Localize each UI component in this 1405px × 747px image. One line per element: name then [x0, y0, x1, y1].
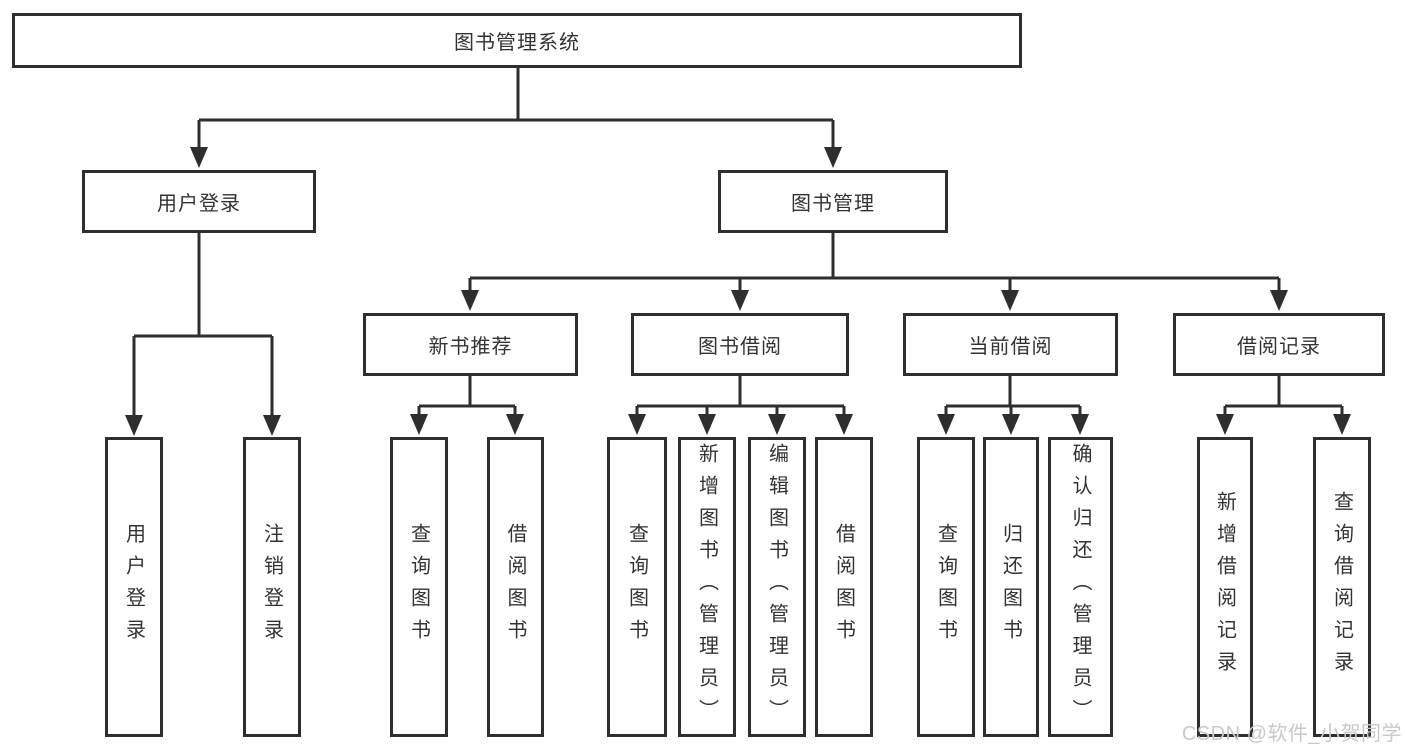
node-label: 借阅图书: [504, 523, 526, 651]
node-label: 查询借阅记录: [1330, 491, 1353, 683]
node-label: 新书推荐: [428, 336, 513, 358]
node-borrowing-records: 借阅记录: [1173, 313, 1385, 376]
node-new-book-recommend: 新书推荐: [363, 313, 578, 376]
node-book-management-module: 图书管理: [718, 170, 948, 233]
leaf-query-books: 查询图书: [390, 437, 448, 737]
node-label: 查询图书: [934, 523, 957, 651]
node-label: 注销登录: [260, 523, 283, 651]
csdn-watermark: CSDN @软件_小贺同学: [1181, 723, 1402, 745]
node-label: 查询图书: [625, 523, 648, 651]
leaf-user-login: 用户登录: [105, 437, 163, 737]
node-label: 当前借阅: [968, 336, 1053, 358]
node-label: 新增借阅记录: [1213, 491, 1236, 683]
node-label: 借阅记录: [1237, 336, 1321, 358]
node-current-borrowing: 当前借阅: [903, 313, 1118, 376]
node-label: 查询图书: [407, 523, 430, 651]
node-label: 用户登录: [157, 193, 241, 215]
arrowheads: [125, 147, 1351, 436]
leaf-query-borrow-record: 查询借阅记录: [1313, 437, 1371, 737]
leaf-logout: 注销登录: [243, 437, 301, 737]
leaf-add-borrow-record: 新增借阅记录: [1197, 437, 1253, 737]
leaf-return-books: 归还图书: [983, 437, 1039, 737]
node-label: 编辑图书（管理员）: [765, 443, 788, 731]
node-label: 用户登录: [122, 523, 145, 651]
leaf-borrow-books: 借阅图书: [815, 437, 873, 737]
node-label: 图书管理: [791, 193, 875, 215]
leaf-borrow-books: 借阅图书: [487, 437, 544, 737]
node-label: 新增图书（管理员）: [695, 443, 718, 731]
node-user-login-module: 用户登录: [82, 170, 316, 233]
leaf-query-books: 查询图书: [607, 437, 667, 737]
node-label: 借阅图书: [832, 523, 855, 651]
node-book-borrowing: 图书借阅: [631, 313, 849, 376]
node-library-system: 图书管理系统: [12, 13, 1022, 68]
leaf-confirm-return-admin: 确认归还（管理员）: [1048, 437, 1113, 737]
node-label: 确认归还（管理员）: [1069, 443, 1091, 731]
leaf-edit-books-admin: 编辑图书（管理员）: [748, 437, 806, 737]
leaf-query-books: 查询图书: [917, 437, 975, 737]
node-label: 图书管理系统: [454, 32, 580, 54]
leaf-add-books-admin: 新增图书（管理员）: [678, 437, 736, 737]
node-label: 图书借阅: [698, 336, 782, 358]
node-label: 归还图书: [999, 523, 1022, 651]
